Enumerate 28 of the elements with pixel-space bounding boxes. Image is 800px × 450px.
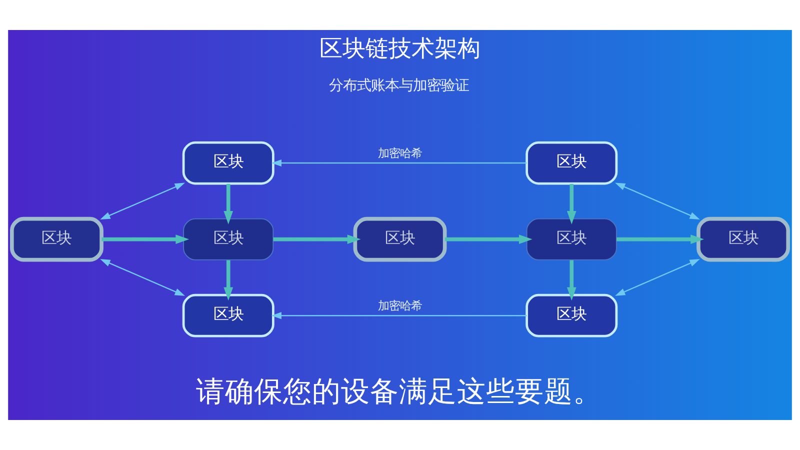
node-box: 区块 xyxy=(183,218,274,260)
arrow xyxy=(616,234,704,244)
arrow xyxy=(224,260,234,301)
arrow xyxy=(444,234,532,244)
node-box: 区块 xyxy=(696,216,790,262)
edge-label: 加密哈希 xyxy=(378,146,422,160)
arrow xyxy=(615,182,700,220)
arrow xyxy=(566,260,576,301)
edge-label: 加密哈希 xyxy=(378,298,422,312)
node-box: 区块 xyxy=(182,294,274,338)
arrow xyxy=(271,312,527,320)
node-box: 区块 xyxy=(526,294,618,338)
diagram-title: 区块链技术架构 xyxy=(320,36,480,62)
arrow xyxy=(102,234,190,244)
node-box: 区块 xyxy=(10,216,104,262)
node-box: 区块 xyxy=(526,218,617,260)
arrow xyxy=(100,182,185,220)
arrow xyxy=(271,159,527,167)
node-box: 区块 xyxy=(182,141,274,185)
arrow xyxy=(273,234,361,244)
label: 请确保您的设备满足这些要题。 xyxy=(196,374,602,408)
arrow xyxy=(224,184,234,224)
arrow xyxy=(566,184,576,224)
label: 分布式账本与加密验证 xyxy=(329,78,470,94)
node-box: 区块 xyxy=(526,141,618,185)
arrow xyxy=(100,259,185,296)
node-box: 区块 xyxy=(353,216,447,262)
arrow xyxy=(615,259,700,296)
